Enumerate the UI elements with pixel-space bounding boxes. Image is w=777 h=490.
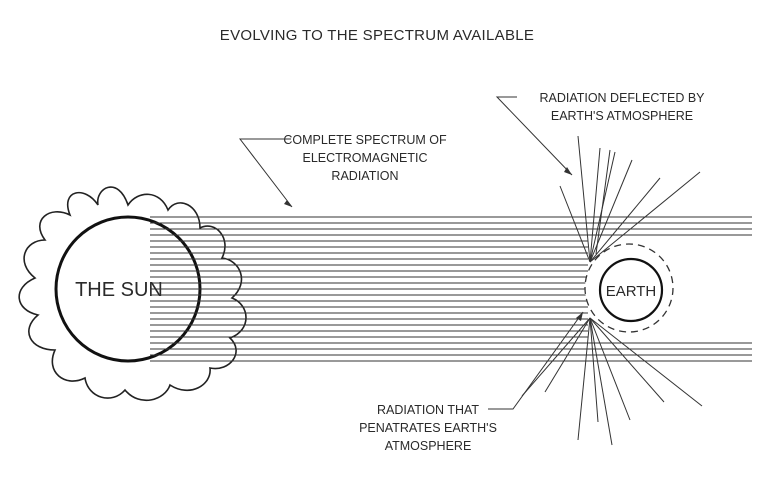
spectrum-callout-line-2: ELECTROMAGNETIC <box>302 151 427 165</box>
sun-label: THE SUN <box>75 279 163 301</box>
earth-label: EARTH <box>606 283 657 300</box>
diagram-title: EVOLVING TO THE SPECTRUM AVAILABLE <box>220 27 534 44</box>
deflected-callout-line-2: EARTH'S ATMOSPHERE <box>551 109 693 123</box>
spectrum-callout-line-3: RADIATION <box>331 169 398 183</box>
deflected-rays <box>559 135 701 263</box>
penetrating-ray <box>589 317 665 403</box>
earth-disc <box>598 257 664 323</box>
radiation-beam <box>150 216 752 362</box>
penetrating-ray <box>521 317 591 397</box>
penetrates-arrowhead <box>576 312 583 321</box>
deflected-arrowhead <box>564 167 572 175</box>
deflected-ray <box>559 185 591 263</box>
penetrates-leader-line <box>488 311 584 410</box>
deflected-ray <box>589 177 661 263</box>
penetrating-ray <box>589 317 613 446</box>
penetrating-ray <box>589 317 703 407</box>
penetrating-ray <box>544 317 591 393</box>
penetrating-ray <box>589 317 599 423</box>
spectrum-callout-line-1: COMPLETE SPECTRUM OF <box>283 133 447 147</box>
penetrates-callout-line-1: RADIATION THAT <box>377 403 479 417</box>
deflected-ray <box>577 135 591 263</box>
penetrates-callout-line-2: PENATRATES EARTH'S <box>359 421 497 435</box>
spectrum-arrowhead <box>284 200 292 207</box>
deflected-leader-line <box>495 96 573 176</box>
spectrum-leader-line <box>238 138 293 208</box>
penetrating-ray <box>577 317 591 441</box>
deflected-ray <box>589 147 601 263</box>
penetrating-rays <box>521 317 703 446</box>
penetrating-ray <box>589 317 631 421</box>
penetrates-callout-line-3: ATMOSPHERE <box>385 439 472 453</box>
sun-corona <box>18 186 247 402</box>
deflected-callout-line-1: RADIATION DEFLECTED BY <box>539 91 705 105</box>
deflected-ray <box>589 171 701 263</box>
deflected-ray <box>595 149 611 255</box>
